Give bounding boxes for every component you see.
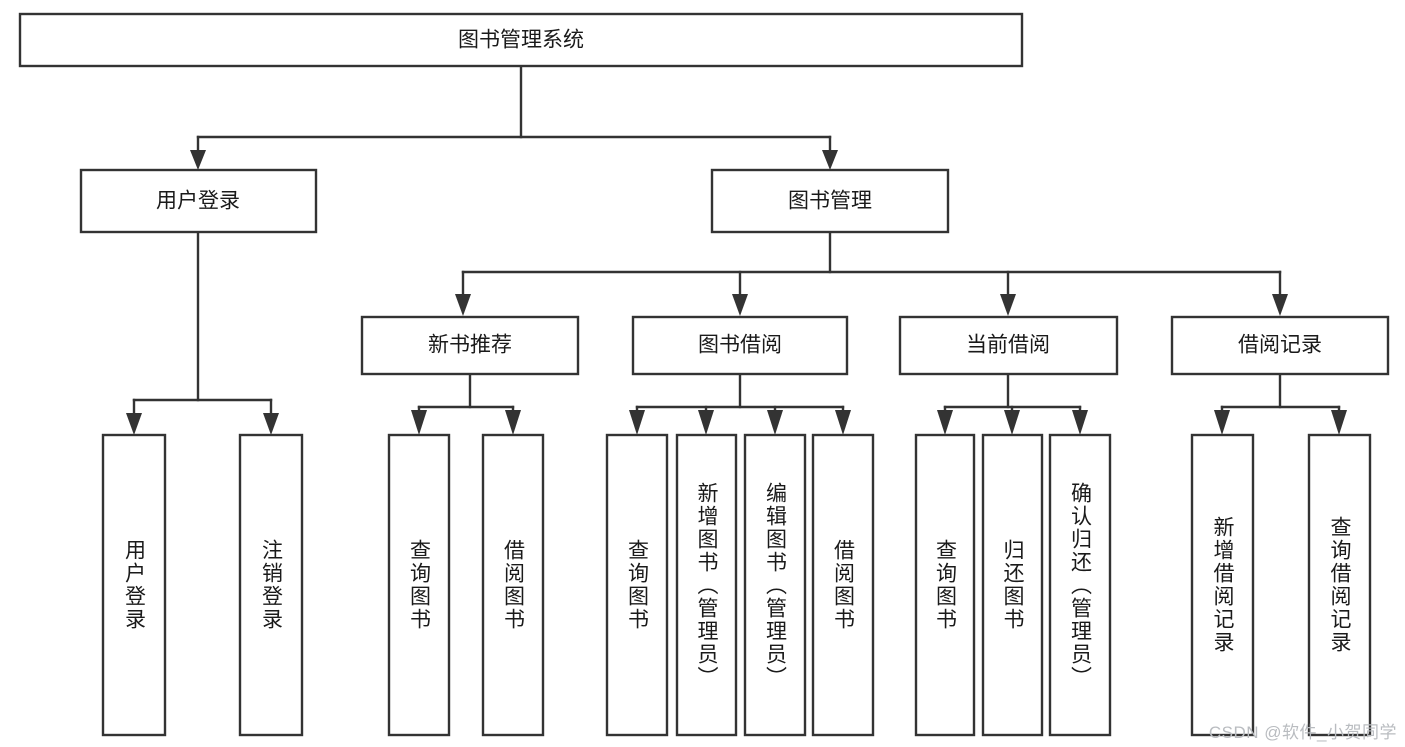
node-new-book-recommend-box[interactable]	[360, 315, 580, 376]
arrow-head-leaf-query-book-3	[937, 410, 953, 435]
node-leaf-borrow-book-2-box[interactable]	[811, 433, 875, 737]
node-leaf-query-book-3-box[interactable]	[914, 433, 976, 737]
arrow-head-book-borrow	[732, 294, 748, 316]
connector-user-login-to-leaves	[126, 230, 279, 435]
arrow-head-leaf-user-login	[126, 413, 142, 435]
node-borrow-record-box[interactable]	[1170, 315, 1390, 376]
arrow-head-borrow-record	[1272, 294, 1288, 316]
csdn-watermark: CSDN @软件_小贺同学	[1208, 723, 1397, 742]
arrow-head-current-borrow	[1000, 294, 1016, 316]
arrow-head-leaf-borrow-book-2	[835, 410, 851, 435]
node-root-label: 图书管理系统	[458, 29, 584, 52]
connector-current-borrow-to-leaves	[937, 372, 1088, 435]
arrow-head-leaf-query-book-1	[411, 410, 427, 435]
node-borrow-record-label: 借阅记录	[1238, 334, 1322, 357]
node-book-manage-label: 图书管理	[788, 190, 872, 213]
node-leaf-edit-book-box[interactable]	[743, 433, 807, 737]
node-new-book-recommend-label: 新书推荐	[428, 334, 512, 357]
arrow-head-leaf-confirm-return	[1072, 410, 1088, 435]
node-borrow-record[interactable]: 借阅记录	[1170, 315, 1390, 376]
arrow-head-leaf-edit-book	[767, 410, 783, 435]
node-leaf-logout-box[interactable]	[238, 433, 304, 737]
node-leaf-add-record-box[interactable]	[1190, 433, 1255, 737]
node-leaf-borrow-book-1-box[interactable]	[481, 433, 545, 737]
arrow-head-leaf-logout	[263, 413, 279, 435]
arrow-head-new-book-recommend	[455, 294, 471, 316]
node-root[interactable]: 图书管理系统	[18, 12, 1024, 68]
connector-borrow-record-to-leaves	[1214, 372, 1347, 435]
node-book-borrow[interactable]: 图书借阅	[631, 315, 849, 376]
node-leaf-return-book-box[interactable]	[981, 433, 1044, 737]
arrow-head-leaf-return-book	[1004, 410, 1020, 435]
connector-book-manage-to-level3	[455, 230, 1288, 316]
arrow-head-leaf-query-book-2	[629, 410, 645, 435]
node-book-borrow-label: 图书借阅	[698, 334, 782, 357]
node-leaf-confirm-return-box[interactable]	[1048, 433, 1112, 737]
node-current-borrow[interactable]: 当前借阅	[898, 315, 1119, 376]
arrow-head-user-login	[190, 150, 206, 170]
node-leaf-query-book-1-box[interactable]	[387, 433, 451, 737]
node-leaf-query-book-2-box[interactable]	[605, 433, 669, 737]
node-leaf-add-book-box[interactable]	[675, 433, 738, 737]
arrow-head-leaf-add-record	[1214, 410, 1230, 435]
node-leaf-query-record-box[interactable]	[1307, 433, 1372, 737]
connector-root-to-level2	[190, 64, 838, 170]
connector-new-book-recommend-to-leaves	[411, 372, 521, 435]
node-current-borrow-label: 当前借阅	[966, 334, 1050, 357]
arrow-head-leaf-add-book	[698, 410, 714, 435]
arrow-head-leaf-borrow-book-1	[505, 410, 521, 435]
node-current-borrow-box[interactable]	[898, 315, 1119, 376]
node-book-borrow-box[interactable]	[631, 315, 849, 376]
node-book-manage-box[interactable]	[710, 168, 950, 234]
node-user-login-box[interactable]	[79, 168, 318, 234]
connector-book-borrow-to-leaves	[629, 372, 851, 435]
arrow-head-leaf-query-record	[1331, 410, 1347, 435]
node-user-login-label: 用户登录	[156, 190, 240, 213]
node-new-book-recommend[interactable]: 新书推荐	[360, 315, 580, 376]
node-user-login[interactable]: 用户登录	[79, 168, 318, 234]
node-book-manage[interactable]: 图书管理	[710, 168, 950, 234]
node-leaf-user-login-box[interactable]	[101, 433, 167, 737]
node-root-box[interactable]	[18, 12, 1024, 68]
arrow-head-book-manage	[822, 150, 838, 170]
